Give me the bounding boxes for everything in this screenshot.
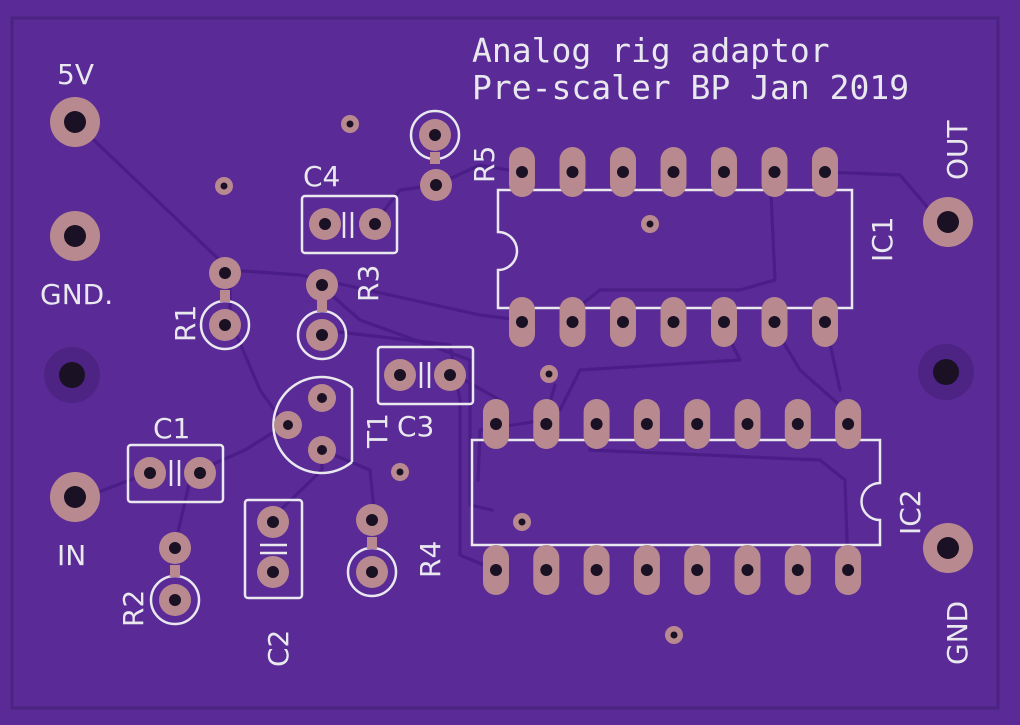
ic-pads (483, 147, 862, 595)
silkscreen-text: Analog rig adaptor Pre-scaler BP Jan 201… (40, 31, 974, 667)
c4-outline (300, 194, 399, 255)
connector-pads (44, 97, 974, 573)
label-gnd-left: GND. (40, 278, 113, 311)
c1-outline (126, 443, 225, 504)
pad-in (50, 472, 100, 522)
label-out: OUT (941, 119, 974, 180)
label-ic1: IC1 (866, 216, 899, 262)
component-pads (134, 115, 683, 644)
c2-outline (243, 498, 304, 600)
pad-gnd-right (923, 523, 973, 573)
ic1-outline (496, 188, 854, 310)
silkscreen (126, 109, 882, 626)
label-c3: C3 (397, 410, 434, 443)
label-c1: C1 (153, 412, 190, 445)
label-r2: R2 (117, 590, 150, 627)
label-gnd-right: GND (941, 601, 974, 665)
label-in: IN (57, 539, 86, 572)
title-line-2: Pre-scaler BP Jan 2019 (472, 68, 909, 107)
t1-outline (272, 375, 353, 475)
pad-out (923, 197, 973, 247)
label-5v: 5V (57, 58, 94, 91)
label-r3: R3 (352, 265, 385, 302)
pad-gnd-left (50, 211, 100, 261)
label-t1: T1 (361, 413, 394, 449)
pad-5v (50, 97, 100, 147)
c3-outline (376, 345, 475, 406)
label-c2: C2 (262, 630, 295, 667)
label-r5: R5 (468, 146, 501, 183)
title-line-1: Analog rig adaptor (472, 31, 830, 70)
board-outline (10, 16, 1000, 710)
label-ic2: IC2 (894, 489, 927, 535)
label-c4: C4 (303, 160, 340, 193)
ic2-outline (470, 438, 882, 547)
label-r1: R1 (169, 305, 202, 342)
label-r4: R4 (414, 541, 447, 578)
